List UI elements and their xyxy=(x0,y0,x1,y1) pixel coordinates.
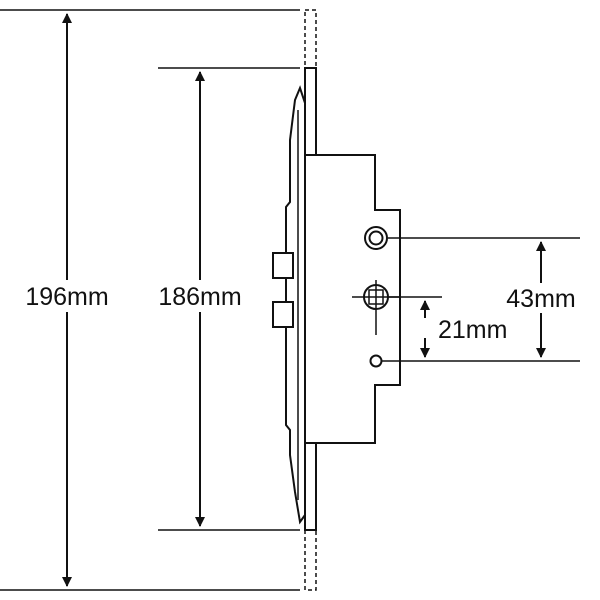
lower-bolt-tab xyxy=(272,301,294,328)
lower-fixing-hole xyxy=(369,354,383,368)
upper-bolt-tab xyxy=(272,252,294,279)
cylinder-hole-inner xyxy=(368,230,384,246)
cylinder-hole-outer xyxy=(364,226,388,250)
label-spindle-to-lower-hole: 21mm xyxy=(438,316,507,344)
label-overall-height: 196mm xyxy=(25,283,108,311)
label-spindle-to-cylinder: 43mm xyxy=(506,285,575,313)
back-plate xyxy=(285,85,306,525)
label-faceplate-height: 186mm xyxy=(158,283,241,311)
lock-case-body xyxy=(304,154,401,444)
